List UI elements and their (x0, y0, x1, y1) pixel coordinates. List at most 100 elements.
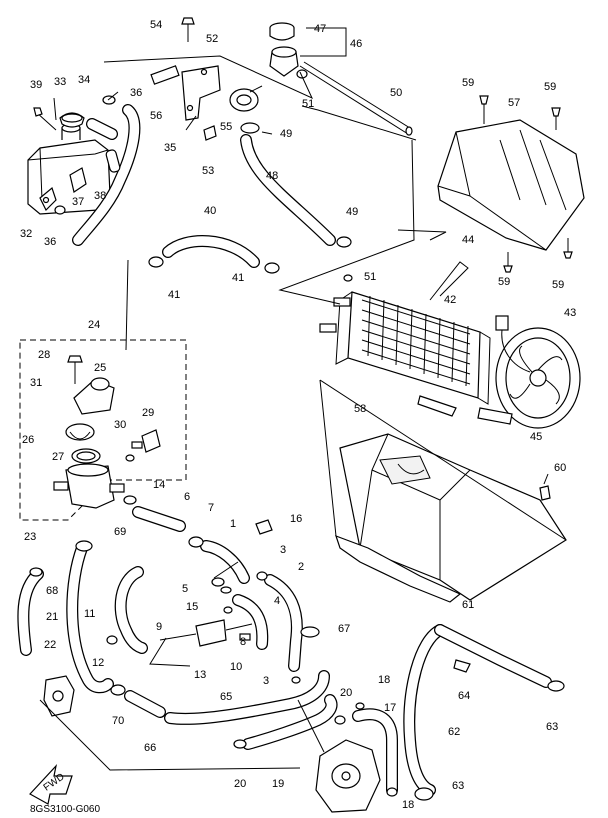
reservoir-hose (72, 104, 141, 246)
callout: 67 (338, 623, 350, 635)
callout: 13 (194, 669, 206, 681)
thermostat-housing (73, 377, 115, 415)
hose-66 (124, 690, 166, 718)
clamps (29, 69, 565, 801)
callout: 5 (182, 583, 188, 595)
callout: 43 (564, 307, 576, 319)
callout: 2 (298, 561, 304, 573)
callout: 24 (88, 319, 100, 331)
callout: 59 (552, 279, 564, 291)
callout: 55 (220, 121, 232, 133)
clamp-49 (240, 122, 352, 248)
callout: 31 (30, 377, 42, 389)
engine-part-22 (43, 675, 75, 717)
callout: 18 (378, 674, 390, 686)
callout: 62 (448, 726, 460, 738)
callout: 4 (274, 595, 280, 607)
callout: 20 (234, 778, 246, 790)
callout: 59 (498, 276, 510, 288)
callout: 3 (263, 675, 269, 687)
callout: 65 (220, 691, 232, 703)
hose-65 (164, 670, 330, 725)
callout: 63 (546, 721, 558, 733)
callout: 66 (144, 742, 156, 754)
callout: 18 (402, 799, 414, 811)
leader-lines (39, 27, 567, 771)
guard-61 (335, 534, 462, 603)
drawing-code: 8GS3100-G060 (30, 804, 100, 815)
gasket-27 (71, 448, 101, 464)
callout: 64 (458, 690, 470, 702)
callout: 28 (38, 349, 50, 361)
callout: 39 (30, 79, 42, 91)
clamp-41 (148, 256, 280, 274)
callout: 11 (84, 608, 95, 620)
washer-30 (125, 454, 135, 462)
callout: 41 (232, 272, 244, 284)
bolt-54 (181, 17, 195, 42)
callout: 16 (290, 513, 302, 525)
callout: 63 (452, 780, 464, 792)
water-pump (315, 739, 381, 813)
hose-21 (17, 568, 44, 656)
radiator-cover (437, 119, 585, 251)
callout: 25 (94, 362, 106, 374)
callout: 49 (346, 206, 358, 218)
thermostat (65, 423, 95, 441)
callout: 19 (272, 778, 284, 790)
bolt-53 (203, 125, 217, 141)
grommet-56 (150, 65, 180, 85)
sensor-29 (131, 429, 161, 453)
callout: 14 (153, 479, 165, 491)
callout: 32 (20, 228, 32, 240)
callout: 50 (390, 87, 402, 99)
radiator (319, 291, 491, 417)
callout: 10 (230, 661, 242, 673)
callout: 49 (280, 128, 292, 140)
callout: 40 (204, 205, 216, 217)
callout: 44 (462, 234, 474, 246)
callout: 68 (46, 585, 58, 597)
callout: 58 (354, 403, 366, 415)
bracket-52 (181, 65, 221, 121)
callout: 17 (384, 702, 396, 714)
callout: 22 (44, 639, 56, 651)
callout: 35 (164, 142, 176, 154)
callout: 9 (156, 621, 162, 633)
hose-1 (200, 540, 250, 584)
callout: 51 (364, 271, 376, 283)
radiator-cap (269, 22, 295, 41)
callout: 21 (46, 611, 58, 623)
hose-11 (114, 566, 148, 654)
clip-44 (429, 261, 469, 301)
callout: 59 (544, 81, 556, 93)
callout: 1 (230, 518, 236, 530)
callout: 36 (130, 87, 142, 99)
hose-2 (264, 574, 303, 672)
bracket-45 (477, 407, 513, 425)
callout: 12 (92, 657, 104, 669)
callout: 70 (112, 715, 124, 727)
callout: 52 (206, 33, 218, 45)
callout: 6 (184, 491, 190, 503)
callout: 34 (78, 74, 90, 86)
callout: 46 (350, 38, 362, 50)
callout: 26 (22, 434, 34, 446)
fan-assembly (495, 315, 581, 429)
clip-38 (105, 149, 121, 173)
callout: 38 (94, 190, 106, 202)
callout: 36 (44, 236, 56, 248)
filler-neck (269, 46, 299, 77)
hose-68 (66, 542, 114, 694)
callout: 54 (150, 19, 162, 31)
callout: 37 (72, 196, 84, 208)
hose-48 (240, 134, 336, 246)
callout: 41 (168, 289, 180, 301)
callout: 59 (462, 77, 474, 89)
clamp-36 (54, 95, 116, 215)
callout: 56 (150, 110, 162, 122)
callout: 29 (142, 407, 154, 419)
screw-59 (479, 95, 573, 273)
reservoir-tank (27, 123, 111, 215)
joint-9 (159, 619, 253, 647)
